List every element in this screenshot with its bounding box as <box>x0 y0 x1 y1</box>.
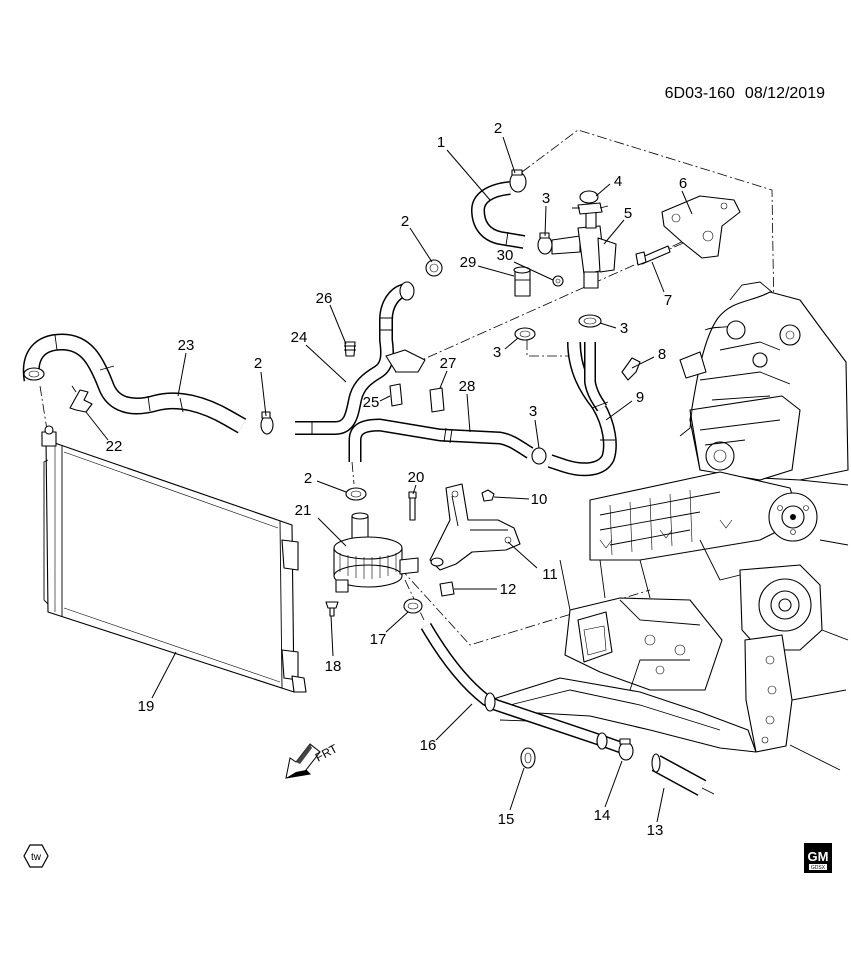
callout-30: 30 <box>497 247 514 264</box>
gm-logo-text: GM <box>808 849 829 864</box>
fitting-29 <box>513 266 531 297</box>
front-direction-arrow: FRT <box>285 741 341 779</box>
callout-12: 12 <box>500 581 517 598</box>
callout-9: 9 <box>636 389 644 406</box>
callout-11: 11 <box>542 566 558 583</box>
clamp-3-a <box>537 232 553 255</box>
hose-9 <box>547 341 617 477</box>
valve-5 <box>551 211 617 289</box>
engine-assembly <box>489 281 849 771</box>
callout-28: 28 <box>459 378 476 395</box>
clamp-2-b <box>425 259 443 277</box>
nut-10 <box>481 489 495 502</box>
callouts: 1 2 3 4 5 6 2 29 30 7 26 3 23 24 3 8 2 2… <box>106 120 688 839</box>
callout-2: 2 <box>401 213 409 230</box>
clamp-3-d <box>531 447 547 465</box>
callout-23: 23 <box>178 337 195 354</box>
front-label: FRT <box>313 741 341 765</box>
diagram-date: 08/12/2019 <box>745 85 825 102</box>
callout-19: 19 <box>138 698 155 715</box>
tw-logo: tw <box>23 844 49 868</box>
pump-21 <box>333 512 419 593</box>
diagram-header: 6D03-160 08/12/2019 <box>665 85 825 102</box>
bolt-7 <box>635 245 671 266</box>
gm-logo: GM GDSX <box>804 843 832 873</box>
hose-24 <box>295 281 426 435</box>
clamp-2-c <box>509 169 527 193</box>
callout-7: 7 <box>664 292 672 309</box>
callout-6: 6 <box>679 175 687 192</box>
callout-18: 18 <box>325 658 342 675</box>
callout-17: 17 <box>370 631 387 648</box>
callout-1: 1 <box>437 134 445 151</box>
hose-16 <box>420 622 631 756</box>
callout-3: 3 <box>529 403 537 420</box>
callout-4: 4 <box>614 173 622 190</box>
callout-27: 27 <box>440 355 457 372</box>
diagram-id: 6D03-160 <box>665 85 735 102</box>
leader-lines <box>85 136 693 823</box>
clamp-17 <box>403 598 423 614</box>
hose-23 <box>22 333 247 434</box>
clamp-2-d <box>345 487 367 501</box>
clip-12 <box>439 581 455 597</box>
bolt-20 <box>408 491 417 521</box>
nut-30 <box>552 275 564 287</box>
callout-25: 25 <box>363 394 380 411</box>
callout-5: 5 <box>624 205 632 222</box>
hose-28 <box>348 418 534 462</box>
hose-1 <box>471 181 526 249</box>
clamp-14 <box>618 738 634 761</box>
clip-27 <box>429 387 445 413</box>
callout-3: 3 <box>620 320 628 337</box>
hose-13 <box>651 753 715 796</box>
clip-22 <box>69 385 93 413</box>
callout-14: 14 <box>594 807 611 824</box>
callout-10: 10 <box>531 491 548 508</box>
radiator <box>41 425 307 693</box>
bracket-6 <box>661 195 741 259</box>
bracket-11 <box>429 483 521 571</box>
callout-24: 24 <box>291 329 308 346</box>
callout-3: 3 <box>542 190 550 207</box>
callout-8: 8 <box>658 346 666 363</box>
clamp-15 <box>520 747 536 769</box>
clamp-3-b <box>578 314 602 328</box>
callout-16: 16 <box>420 737 437 754</box>
tw-logo-text: tw <box>31 852 42 863</box>
clip-25 <box>389 383 403 407</box>
callout-13: 13 <box>647 822 664 839</box>
callout-2: 2 <box>494 120 502 137</box>
callout-29: 29 <box>460 254 477 271</box>
bolt-18 <box>325 601 339 617</box>
clip-26 <box>344 341 356 357</box>
callout-2: 2 <box>254 355 262 372</box>
callout-21: 21 <box>295 502 312 519</box>
connector-4 <box>572 190 609 215</box>
callout-2: 2 <box>304 470 312 487</box>
gm-logo-subtext: GDSX <box>811 865 826 871</box>
callout-20: 20 <box>408 469 425 486</box>
clip-8 <box>621 357 641 381</box>
callout-26: 26 <box>316 290 333 307</box>
callout-22: 22 <box>106 438 123 455</box>
clamp-2-a <box>260 411 274 435</box>
callout-15: 15 <box>498 811 515 828</box>
callout-3: 3 <box>493 344 501 361</box>
clamp-3-c <box>514 327 536 341</box>
